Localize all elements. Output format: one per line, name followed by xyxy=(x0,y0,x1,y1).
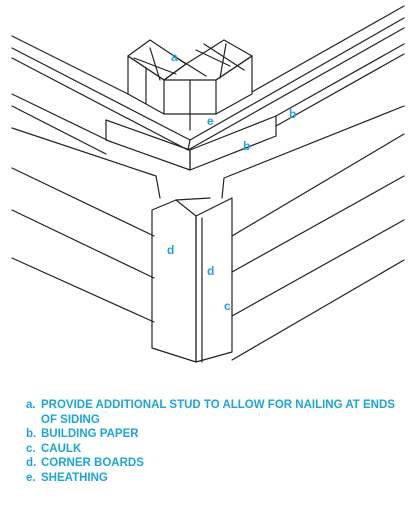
stud-x-3 xyxy=(173,55,207,77)
top-plate-right-line-3 xyxy=(187,27,405,151)
top-plate-left-line-1 xyxy=(11,35,129,95)
siding-left-top-lip xyxy=(11,127,161,199)
siding-left-2 xyxy=(11,209,155,279)
building-paper-right xyxy=(189,115,277,171)
callout-labels: a e b b d d c xyxy=(167,50,296,313)
callout-c: c xyxy=(224,299,231,313)
top-plate-left-line-2 xyxy=(11,47,191,141)
top-plate-right-line-4 xyxy=(275,43,405,117)
legend-key: e. xyxy=(26,471,36,484)
legend-text: CAULK xyxy=(41,442,82,455)
stud-right xyxy=(163,39,253,81)
top-plate-right-line-1 xyxy=(251,5,405,93)
legend-item-d: d. CORNER BOARDS xyxy=(26,456,406,471)
siding-right-4 xyxy=(231,259,405,361)
legend-text: BUILDING PAPER xyxy=(41,428,139,440)
stud-x-4 xyxy=(195,49,231,67)
siding-right-2 xyxy=(231,175,405,273)
siding-corner-diagram: a e b b d d c xyxy=(11,5,405,363)
legend-text: SHEATHING xyxy=(41,471,108,484)
corner-board-top-edge xyxy=(175,197,211,201)
legend-key: a. xyxy=(26,399,36,411)
legend-key: d. xyxy=(26,457,37,469)
callout-d-right: d xyxy=(207,264,214,278)
corner-board-left xyxy=(151,199,197,363)
siding-right-top-lip xyxy=(221,105,405,199)
callout-d-left: d xyxy=(167,243,174,257)
legend-item-c: c. CAULK xyxy=(26,442,406,457)
diagram-linework xyxy=(11,5,405,363)
building-paper-left xyxy=(105,119,191,171)
legend-item-b: b. BUILDING PAPER xyxy=(26,427,406,442)
callout-e: e xyxy=(207,114,214,128)
legend-key: c. xyxy=(26,442,36,455)
siding-left-1 xyxy=(11,167,155,237)
stud-x-2 xyxy=(149,47,161,81)
siding-right-3 xyxy=(231,219,405,317)
sheathing-right-line xyxy=(275,53,405,127)
callout-b-upper: b xyxy=(289,107,296,121)
legend-item-a: a. PROVIDE ADDITIONAL STUD TO ALLOW FOR … xyxy=(26,398,406,427)
legend-list: a. PROVIDE ADDITIONAL STUD TO ALLOW FOR … xyxy=(26,398,406,485)
siding-right-1 xyxy=(231,133,405,237)
top-plate-left-line-3 xyxy=(11,57,189,151)
callout-b-lower: b xyxy=(243,139,250,153)
legend-text: PROVIDE ADDITIONAL STUD TO ALLOW FOR NAI… xyxy=(41,399,395,426)
legend-key: b. xyxy=(26,428,37,440)
stud-right-front xyxy=(215,55,253,115)
sheathing-left-line xyxy=(11,105,107,155)
top-plate-left-line-4 xyxy=(11,93,108,141)
top-plate-right-line-2 xyxy=(189,17,405,141)
legend-item-e: e. SHEATHING xyxy=(26,471,406,486)
siding-left-3 xyxy=(11,257,155,323)
legend-text: CORNER BOARDS xyxy=(41,457,144,469)
corner-board-right xyxy=(195,197,233,363)
top-plate-corner-edge xyxy=(187,139,191,151)
callout-a: a xyxy=(171,50,178,64)
stud-x-6 xyxy=(219,43,227,79)
